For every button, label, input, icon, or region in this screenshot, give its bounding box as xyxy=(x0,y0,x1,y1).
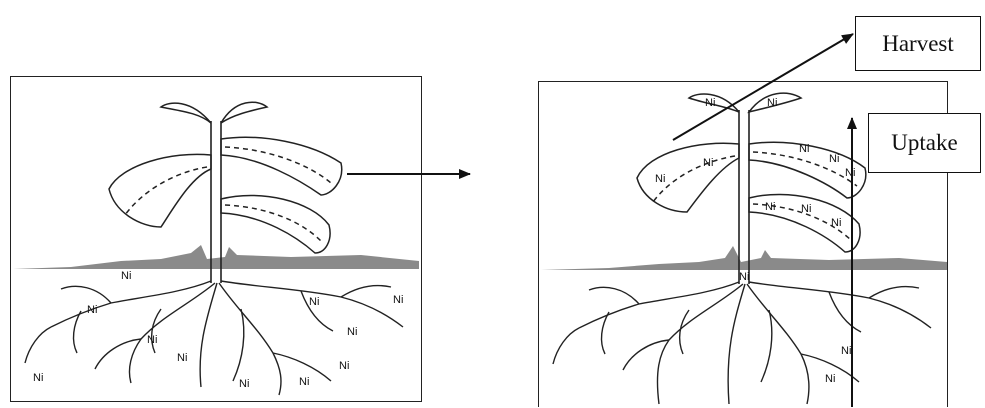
harvest-arrow xyxy=(673,34,853,140)
uptake-label: Uptake xyxy=(868,113,981,173)
harvest-label: Harvest xyxy=(855,16,981,71)
